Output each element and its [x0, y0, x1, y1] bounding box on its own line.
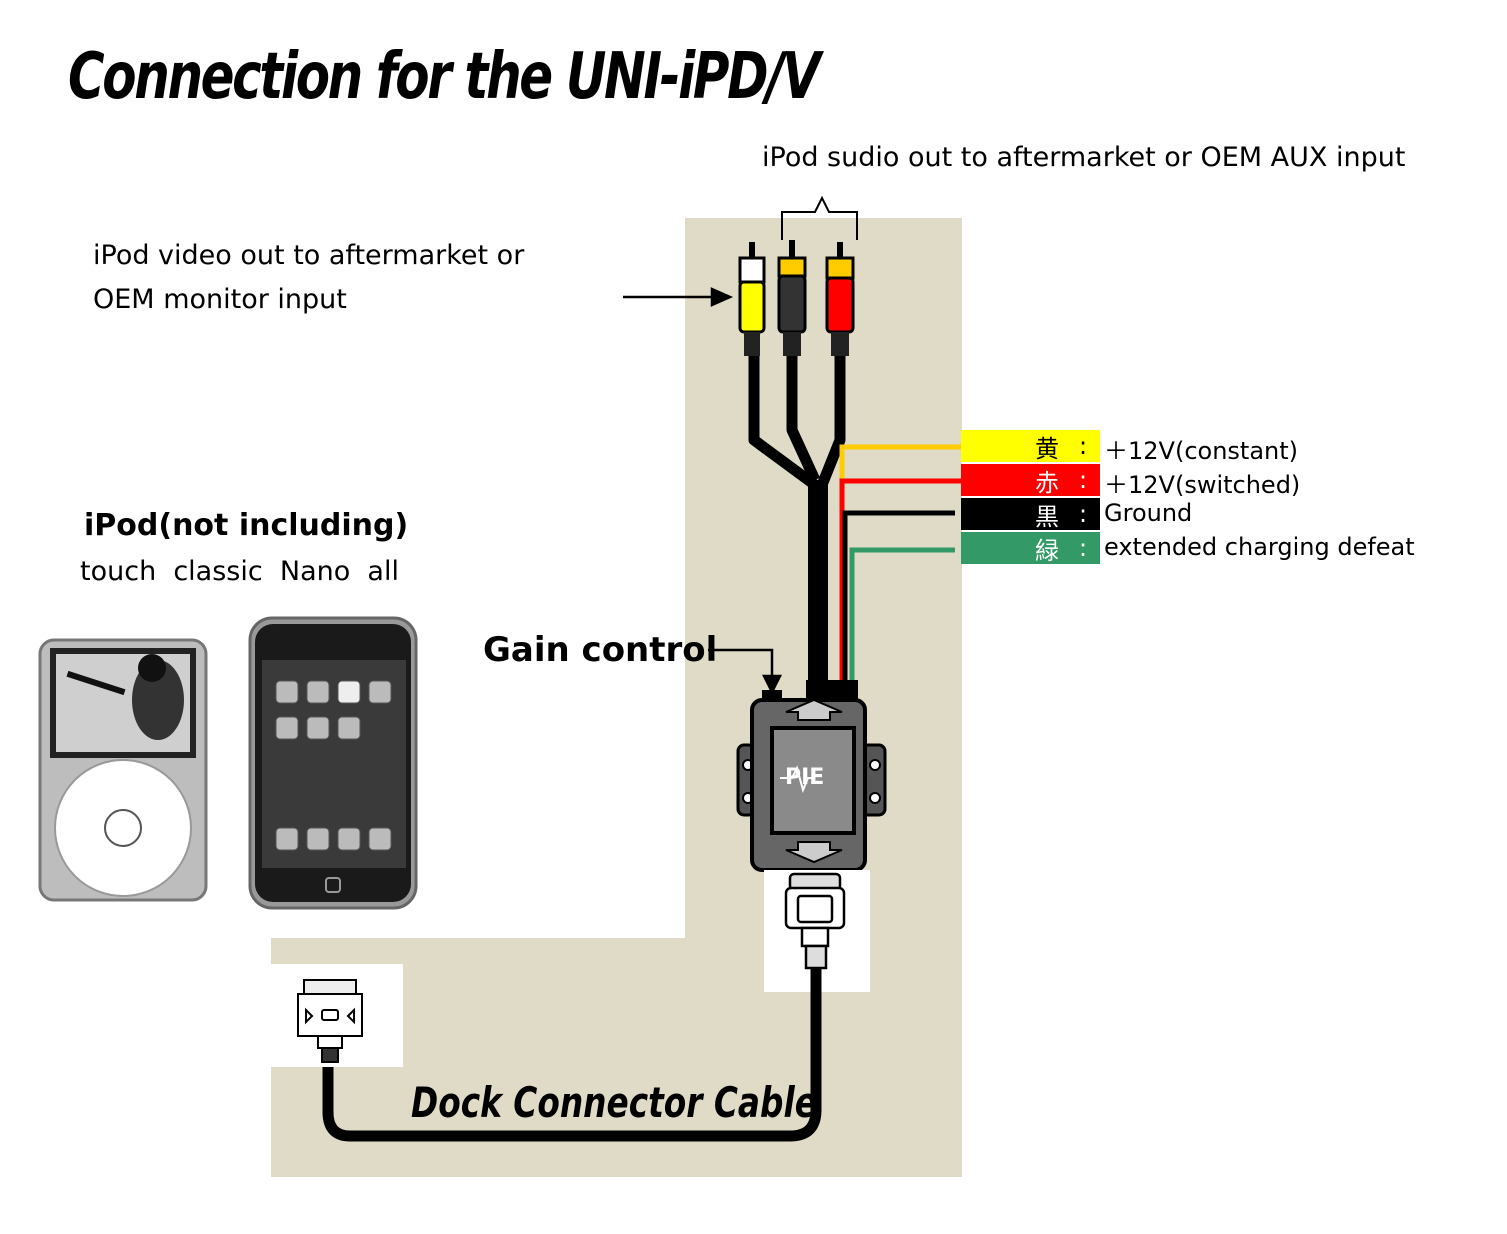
wire-color-swatch: 黄:	[961, 430, 1100, 463]
power-wires	[839, 444, 962, 690]
wire-description: extended charging defeat	[1104, 533, 1415, 561]
dock-connector-icon	[297, 979, 363, 1063]
gain-leader	[708, 648, 783, 695]
db-connector-icon	[784, 872, 846, 970]
ipod-heading: iPod(not including)	[84, 508, 409, 543]
wire-description: Ground	[1104, 499, 1193, 527]
wire-separator: :	[1079, 500, 1088, 528]
wire-kanji: 黄	[1035, 434, 1059, 463]
rca-plug-red	[825, 242, 855, 356]
wire-color-swatch: 黒:	[961, 498, 1100, 531]
wire-description: ＋12V(constant)	[1104, 437, 1299, 465]
audio-out-label: iPod sudio out to aftermarket or OEM AUX…	[762, 142, 1406, 173]
page-title: Connection for the UNI-iPD/V	[68, 40, 821, 114]
wire-kanji: 黒	[1035, 502, 1059, 531]
ipod-classic-icon	[38, 638, 208, 902]
ipod-models: touch classic Nano all	[80, 556, 399, 587]
video-arrow	[623, 287, 734, 307]
wire-separator: :	[1079, 534, 1088, 562]
rca-plug-yellow	[738, 242, 766, 356]
wire-kanji: 緑	[1035, 536, 1059, 565]
ipod-touch-icon	[248, 616, 418, 910]
gain-control-label: Gain control	[483, 630, 718, 670]
video-out-label-line2: OEM monitor input	[93, 284, 347, 315]
rca-plug-black	[777, 240, 807, 356]
audio-bracket	[781, 195, 858, 240]
dock-cable-label: Dock Connector Cable	[411, 1078, 817, 1127]
wire-color-swatch: 赤:	[961, 464, 1100, 497]
wire-color-swatch: 緑:	[961, 532, 1100, 565]
wire-separator: :	[1079, 466, 1088, 494]
wire-description: ＋12V(switched)	[1104, 471, 1301, 499]
wire-separator: :	[1079, 432, 1088, 460]
module-logo: PIE	[785, 765, 825, 790]
video-out-label-line1: iPod video out to aftermarket or	[93, 240, 525, 271]
main-cable-trunk	[808, 480, 828, 690]
wire-kanji: 赤	[1035, 468, 1059, 497]
dock-cable	[322, 968, 822, 1142]
